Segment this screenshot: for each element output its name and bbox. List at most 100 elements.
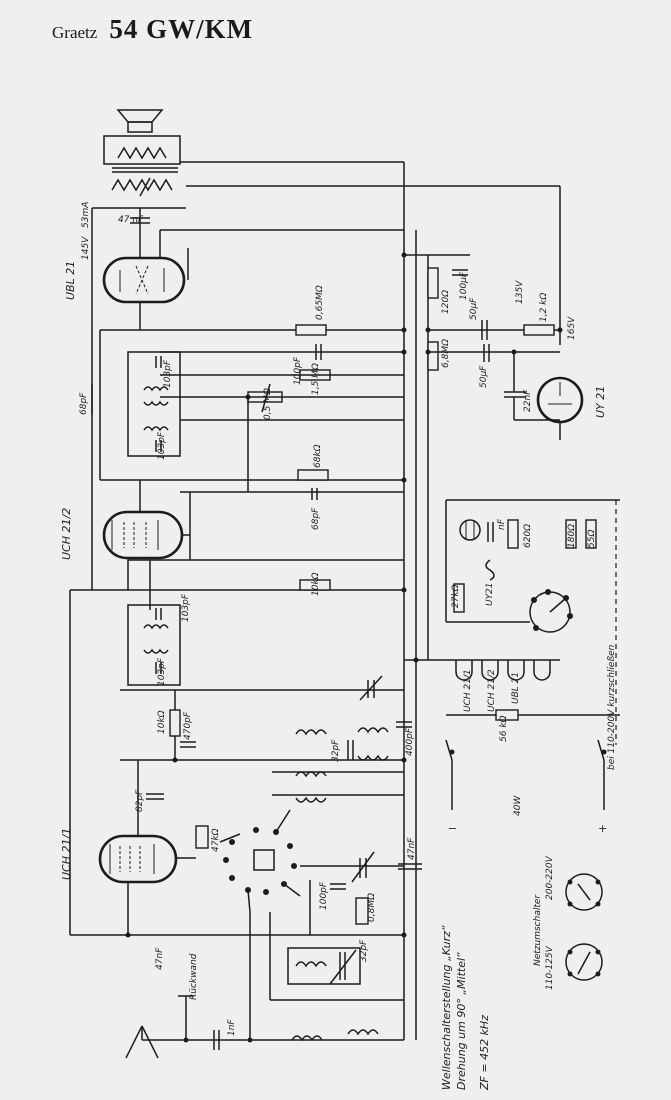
- label-rueckwand: Rückwand: [189, 953, 199, 1000]
- heater-filaments: [455, 660, 551, 681]
- label-68pf-mid: 68pF: [311, 507, 321, 530]
- label-22nf: 22nF: [523, 389, 533, 412]
- label-68m: 6,8MΩ: [441, 339, 451, 368]
- uy21-heater-coil: [485, 559, 495, 581]
- label-1nf: 1nF: [227, 1019, 237, 1036]
- label-68pf-upper: 68pF: [79, 392, 89, 415]
- trimmer-capacitor-top: [359, 675, 383, 701]
- resistor-10k-upper: [299, 579, 331, 591]
- capacitor-47nf: [130, 217, 150, 224]
- label-10k-lower: 10kΩ: [157, 710, 167, 734]
- capacitor-nf-heater: [487, 522, 494, 542]
- capacitor-68pf-mid: [311, 488, 318, 500]
- note-200v: 200-220V: [545, 855, 555, 900]
- label-heater-uch1: UCH 21/1: [463, 669, 473, 712]
- loudspeaker-symbol: [116, 109, 164, 133]
- label-32pf-lower: 32pF: [359, 939, 369, 962]
- capacitor-82pf: [146, 793, 164, 800]
- label-55: 55Ω: [587, 530, 597, 548]
- label-50uf-a: 50µF: [469, 297, 479, 320]
- label-100pf-osc: 100pF: [319, 881, 329, 910]
- resistor-55: [585, 519, 597, 549]
- junction-dots: [125, 252, 563, 1043]
- header-title: Graetz 54 GW/KM: [52, 14, 253, 45]
- capacitor-400pf: [396, 721, 412, 728]
- resistor-10k-lower: [169, 709, 181, 737]
- resistor-180: [565, 519, 577, 549]
- label-heater-ubl: UBL 21: [511, 672, 521, 704]
- label-145v: 145V: [81, 236, 91, 260]
- mains-selector-110v: [565, 943, 603, 981]
- label-uy21: UY 21: [594, 386, 607, 418]
- if-transformer-1: [127, 351, 181, 457]
- resistor-065m: [295, 324, 327, 336]
- label-470pf: 470pF: [183, 711, 193, 740]
- label-180: 180Ω: [567, 524, 577, 548]
- capacitor-470pf: [180, 741, 196, 748]
- capacitor-47nf-osc: [398, 863, 422, 870]
- label-100pf-audio: 100pF: [293, 356, 303, 385]
- capacitor-22nf: [504, 391, 526, 398]
- output-transformer: [103, 135, 181, 197]
- input-coils: [287, 947, 379, 1042]
- label-32pf-upper: 32pF: [331, 739, 341, 762]
- label-47nf-input: 47nF: [155, 947, 165, 970]
- label-heater-uch2: UCH 21/2: [487, 669, 497, 712]
- note-zf: ZF = 452 kHz: [478, 1015, 491, 1091]
- label-ubl21: UBL 21: [64, 261, 77, 300]
- label-400pf: 400pF: [405, 727, 415, 756]
- resistor-47k: [195, 825, 209, 849]
- resistor-56k: [495, 709, 519, 721]
- label-uch21-2: UCH 21/2: [60, 508, 73, 560]
- resistor-120: [427, 267, 439, 299]
- wave-switch: [219, 809, 301, 913]
- label-plus: +: [598, 822, 607, 835]
- capacitor-1nf: [213, 1030, 220, 1050]
- label-uch21-1: UCH 21/1: [60, 828, 73, 880]
- label-103pf-4: 103pF: [157, 657, 167, 686]
- mains-selector-200v: [565, 873, 603, 911]
- label-40w: 40W: [513, 795, 523, 816]
- label-12k: 1,2 kΩ: [539, 293, 549, 322]
- note-drehung: Drehung um 90° „Mittel“: [455, 952, 468, 1090]
- label-pot05: 0,5 MΩ: [263, 388, 273, 420]
- brand-label: Graetz: [52, 23, 98, 42]
- label-27k: 27kΩ: [451, 584, 461, 608]
- label-uy21-small: UY21: [485, 582, 495, 606]
- capacitor-32pf-upper: [347, 740, 354, 760]
- pilot-lamp: [459, 519, 481, 541]
- tube-uch21-2: [102, 510, 184, 560]
- if-transformer-2: [127, 604, 181, 686]
- label-47nf-osc: 47nF: [407, 837, 417, 860]
- label-103pf-1: 103pF: [163, 359, 173, 388]
- voltage-selector-switch: [529, 589, 573, 633]
- antenna-symbol: [125, 1025, 170, 1059]
- label-minus: −: [448, 822, 457, 835]
- resistor-27k: [453, 583, 465, 613]
- label-135v: 135V: [515, 280, 525, 304]
- capacitor-100pf-osc: [330, 883, 346, 890]
- resistor-68k: [297, 469, 329, 481]
- label-56k: 56 kΩ: [499, 715, 509, 742]
- label-08m: 0,8MΩ: [367, 893, 377, 922]
- label-nf-heater: nF: [497, 518, 507, 530]
- label-120: 120Ω: [441, 290, 451, 314]
- capacitor-50uf-a: [481, 320, 488, 340]
- resistor-620: [507, 519, 519, 549]
- label-82pf: 82pF: [135, 789, 145, 812]
- label-kurz-note: bei 110-200V kurzschließen: [607, 644, 617, 770]
- label-50uf-b: 50µF: [479, 365, 489, 388]
- note-110v: 110-125V: [545, 945, 555, 990]
- label-68k: 68kΩ: [313, 444, 323, 468]
- label-47nf: 47 nF: [118, 215, 144, 225]
- label-15m: 1,5 MΩ: [311, 363, 321, 395]
- label-100uf: 100µF: [459, 271, 469, 300]
- label-165v: 165V: [567, 316, 577, 340]
- tube-ubl21: [102, 256, 186, 304]
- tube-uch21-1: [98, 834, 178, 884]
- label-103pf-3: 103pF: [181, 593, 191, 622]
- label-47k: 47kΩ: [211, 828, 221, 852]
- note-netzumschalter: Netzumschalter: [533, 894, 543, 966]
